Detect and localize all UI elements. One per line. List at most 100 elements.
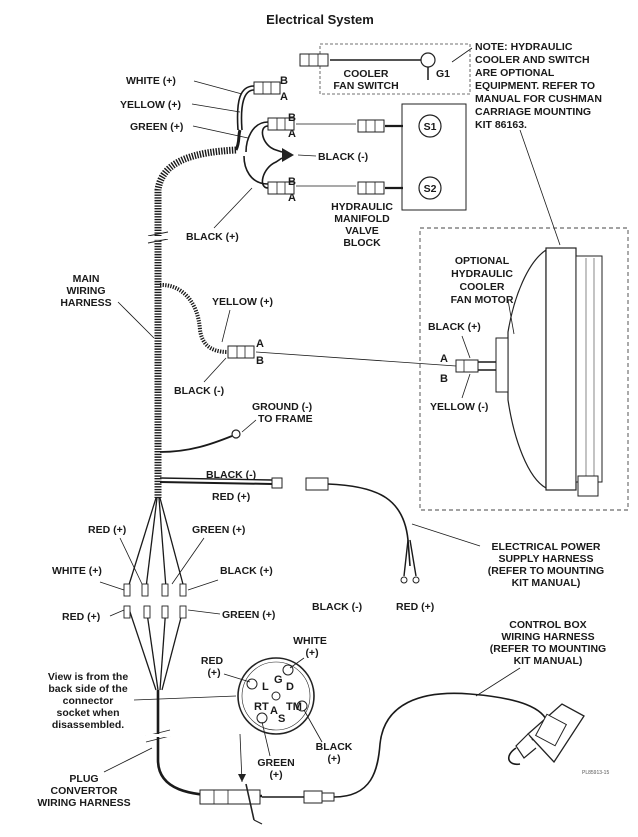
leader bbox=[203, 357, 227, 383]
white-wire bbox=[236, 85, 255, 131]
ground-label: GROUND (-) bbox=[252, 401, 312, 413]
control-box-label: CONTROL BOX WIRING HARNESS (REFER TO MOU… bbox=[490, 619, 606, 667]
svg-text:WIRING: WIRING bbox=[66, 285, 105, 297]
pin-b: B bbox=[440, 373, 448, 385]
control-box bbox=[508, 703, 585, 766]
green-conn-label: (+) bbox=[269, 769, 282, 781]
pin-a: A bbox=[256, 338, 264, 350]
black-branch bbox=[261, 125, 283, 153]
pin-a: A bbox=[288, 128, 296, 140]
page-title: Electrical System bbox=[266, 12, 374, 27]
red-conn-label: (+) bbox=[207, 667, 220, 679]
g1-label: G1 bbox=[436, 68, 450, 80]
leader bbox=[117, 301, 155, 339]
switch-dashed-box bbox=[319, 43, 471, 95]
coiled-lead bbox=[159, 282, 229, 354]
leader bbox=[261, 721, 271, 757]
leader bbox=[133, 695, 237, 701]
pin-a: A bbox=[288, 192, 296, 204]
yellow-top-label: YELLOW (+) bbox=[120, 99, 181, 111]
note-line: KIT 86163. bbox=[475, 119, 527, 131]
yellow-wire bbox=[240, 89, 255, 131]
power-branch-wire bbox=[159, 477, 273, 481]
pin-b: B bbox=[288, 176, 296, 188]
leader bbox=[171, 537, 205, 585]
green-1-label: GREEN (+) bbox=[192, 524, 245, 536]
solenoid-s2 bbox=[418, 176, 442, 200]
leader bbox=[192, 125, 249, 139]
green-wire bbox=[245, 121, 269, 153]
fan-motor bbox=[495, 247, 603, 497]
black-plus-motor-label: BLACK (+) bbox=[428, 321, 481, 333]
red-plus-pwr-label: RED (+) bbox=[212, 491, 250, 503]
svg-text:HYDRAULIC: HYDRAULIC bbox=[331, 201, 393, 213]
leader bbox=[103, 747, 153, 773]
white-conn-label: (+) bbox=[305, 647, 318, 659]
leader bbox=[297, 154, 317, 157]
svg-text:KIT MANUAL): KIT MANUAL) bbox=[514, 655, 583, 667]
leader bbox=[187, 579, 219, 591]
convertor-plug bbox=[303, 790, 323, 804]
s1-label: S1 bbox=[424, 121, 437, 133]
svg-text:(REFER TO MOUNTING: (REFER TO MOUNTING bbox=[490, 643, 606, 655]
upper-connector bbox=[267, 117, 295, 131]
harness-upper-branch bbox=[234, 129, 242, 151]
motor-connector bbox=[455, 359, 479, 373]
power-plug-female bbox=[305, 477, 329, 491]
cooler-switch-label: FAN SWITCH bbox=[333, 80, 398, 92]
svg-text:KIT MANUAL): KIT MANUAL) bbox=[512, 577, 581, 589]
red-conn-label: RED bbox=[201, 655, 224, 667]
note-line: CARRIAGE MOUNTING bbox=[475, 106, 591, 118]
leader bbox=[475, 667, 521, 697]
ground-wire bbox=[159, 435, 233, 453]
pin-b: B bbox=[288, 112, 296, 124]
leader bbox=[221, 309, 231, 343]
svg-text:CONTROL BOX: CONTROL BOX bbox=[509, 619, 586, 631]
motor-lead-connector bbox=[227, 345, 255, 359]
red-plus-low-label: RED (+) bbox=[396, 601, 434, 613]
ground-label: TO FRAME bbox=[258, 413, 313, 425]
fan-out-wires bbox=[127, 497, 185, 691]
svg-text:HARNESS: HARNESS bbox=[60, 297, 111, 309]
svg-text:MAIN: MAIN bbox=[73, 273, 100, 285]
green-conn-label: GREEN bbox=[257, 757, 294, 769]
leader bbox=[461, 335, 471, 359]
note-leader bbox=[451, 47, 473, 63]
leader bbox=[461, 373, 471, 399]
green-2-label: GREEN (+) bbox=[222, 609, 275, 621]
note-line: COOLER AND SWITCH bbox=[475, 54, 590, 66]
main-harness-label: MAIN WIRING HARNESS bbox=[60, 273, 111, 309]
leader bbox=[191, 103, 241, 113]
pin-a: A bbox=[440, 353, 448, 365]
svg-text:SUPPLY HARNESS: SUPPLY HARNESS bbox=[498, 553, 593, 565]
socket-pin-label: RT bbox=[254, 701, 269, 713]
solenoid-s1 bbox=[418, 114, 442, 138]
black-branch bbox=[261, 157, 283, 189]
svg-text:WIRING HARNESS: WIRING HARNESS bbox=[37, 797, 130, 809]
view-note: View is from the back side of the connec… bbox=[48, 671, 128, 731]
yellow-minus-motor-label: YELLOW (-) bbox=[430, 401, 488, 413]
power-branch bbox=[159, 481, 273, 485]
svg-text:disassembled.: disassembled. bbox=[52, 719, 124, 731]
pin-b: B bbox=[280, 75, 288, 87]
pin-a: A bbox=[280, 91, 288, 103]
bullet-terminals bbox=[123, 583, 187, 619]
note-line: ARE OPTIONAL bbox=[475, 67, 555, 79]
optional-note: NOTE: HYDRAULIC COOLER AND SWITCH ARE OP… bbox=[475, 41, 602, 131]
fan-motor-label: OPTIONAL HYDRAULIC COOLER FAN MOTOR bbox=[451, 255, 514, 306]
leader bbox=[303, 709, 323, 743]
leader bbox=[241, 419, 257, 433]
black-minus-low-label: BLACK (-) bbox=[312, 601, 362, 613]
note-line: MANUAL FOR CUSHMAN bbox=[475, 93, 602, 105]
red-1-label: RED (+) bbox=[88, 524, 126, 536]
black-1-label: BLACK (+) bbox=[220, 565, 273, 577]
black-plus-left-label: BLACK (+) bbox=[186, 231, 239, 243]
ring-terminal bbox=[400, 576, 408, 584]
connector-socket-face bbox=[237, 657, 315, 735]
green-top-label: GREEN (+) bbox=[130, 121, 183, 133]
plug-convertor-connector bbox=[199, 783, 263, 825]
black-mid-label: BLACK (-) bbox=[318, 151, 368, 163]
socket-pin-label: G bbox=[274, 674, 283, 686]
socket-pin-label: A bbox=[270, 705, 278, 717]
